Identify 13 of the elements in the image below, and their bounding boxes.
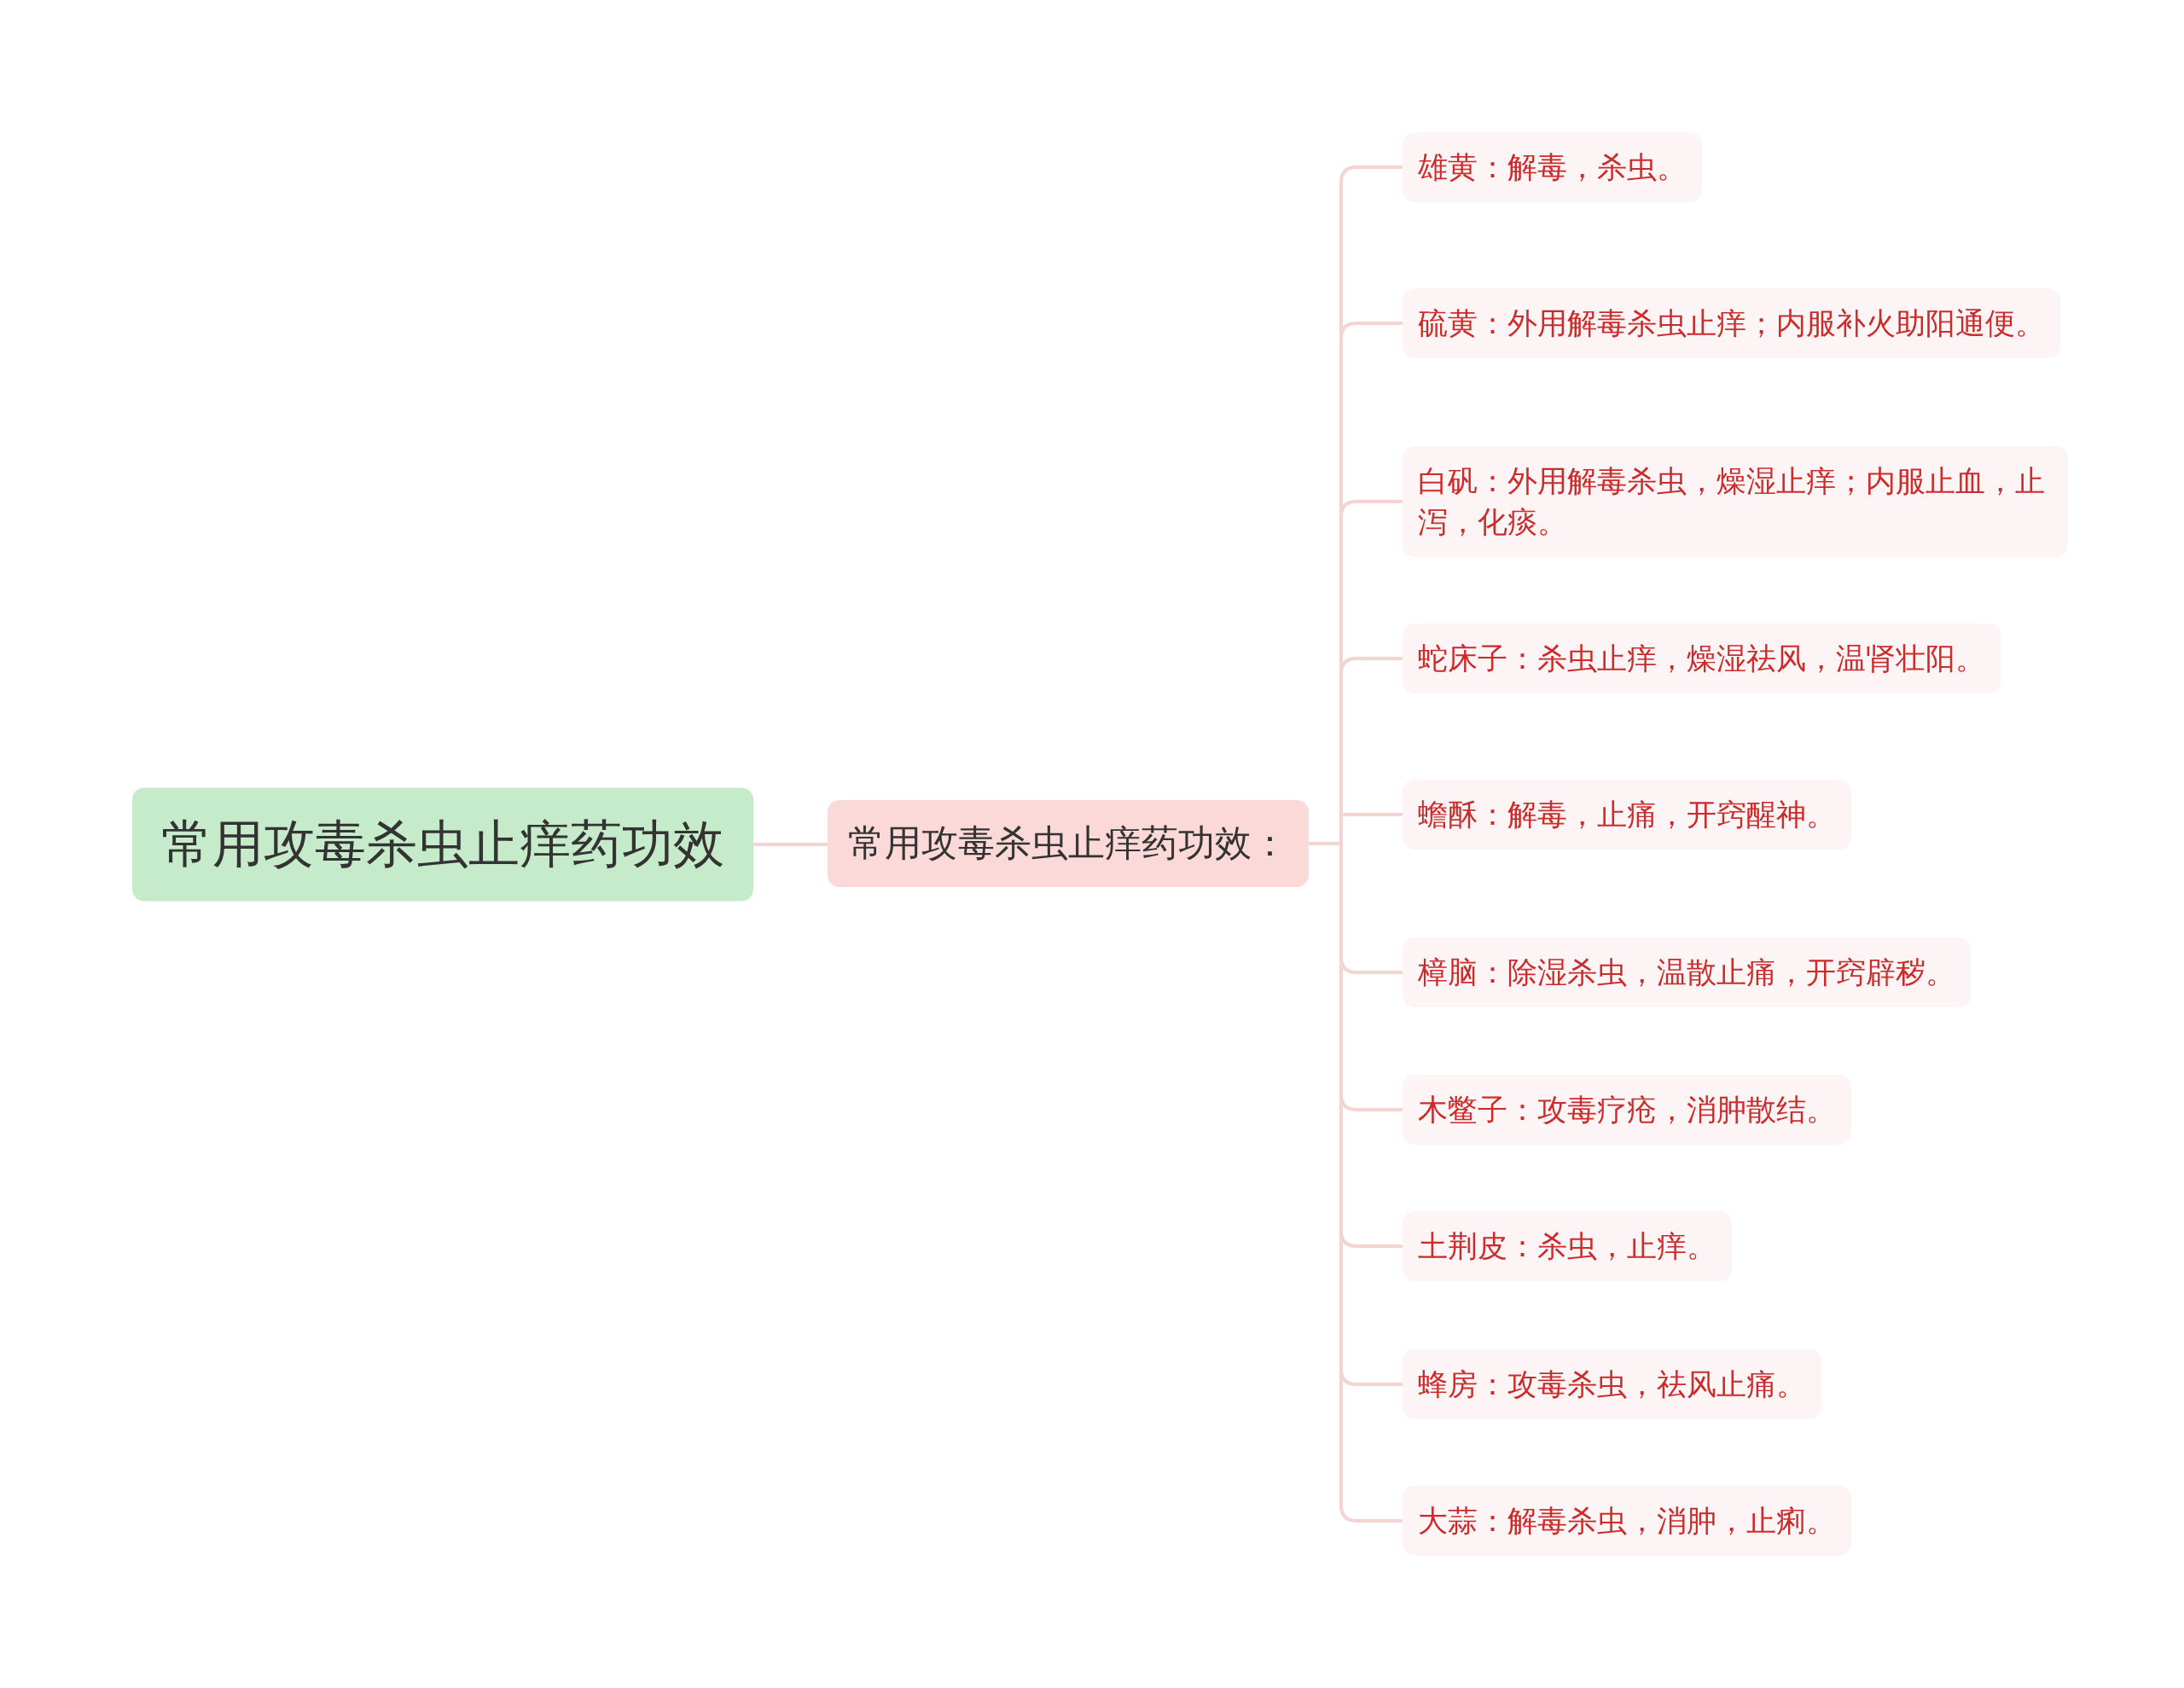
item-box: 木鳖子：攻毒疗疮，消肿散结。 bbox=[1403, 1075, 1851, 1145]
subtopic-box: 常用攻毒杀虫止痒药功效： bbox=[828, 800, 1309, 887]
item-box: 樟脑：除湿杀虫，温散止痛，开窍辟秽。 bbox=[1403, 937, 1971, 1007]
item-box: 蜂房：攻毒杀虫，祛风止痛。 bbox=[1403, 1349, 1821, 1419]
connector-line bbox=[753, 843, 828, 846]
item-box: 白矾：外用解毒杀虫，燥湿止痒；内服止血，止泻，化痰。 bbox=[1403, 446, 2068, 557]
item-box: 蟾酥：解毒，止痛，开窍醒神。 bbox=[1403, 780, 1851, 850]
topic-box: 常用攻毒杀虫止痒药功效 bbox=[132, 787, 753, 902]
item-box: 大蒜：解毒杀虫，消肿，止痢。 bbox=[1403, 1486, 1851, 1556]
item-box: 蛇床子：杀虫止痒，燥湿祛风，温肾壮阳。 bbox=[1403, 624, 2001, 693]
item-box: 土荆皮：杀虫，止痒。 bbox=[1403, 1211, 1732, 1281]
item-box: 硫黄：外用解毒杀虫止痒；内服补火助阳通便。 bbox=[1403, 288, 2060, 358]
item-box: 雄黄：解毒，杀虫。 bbox=[1403, 132, 1702, 202]
